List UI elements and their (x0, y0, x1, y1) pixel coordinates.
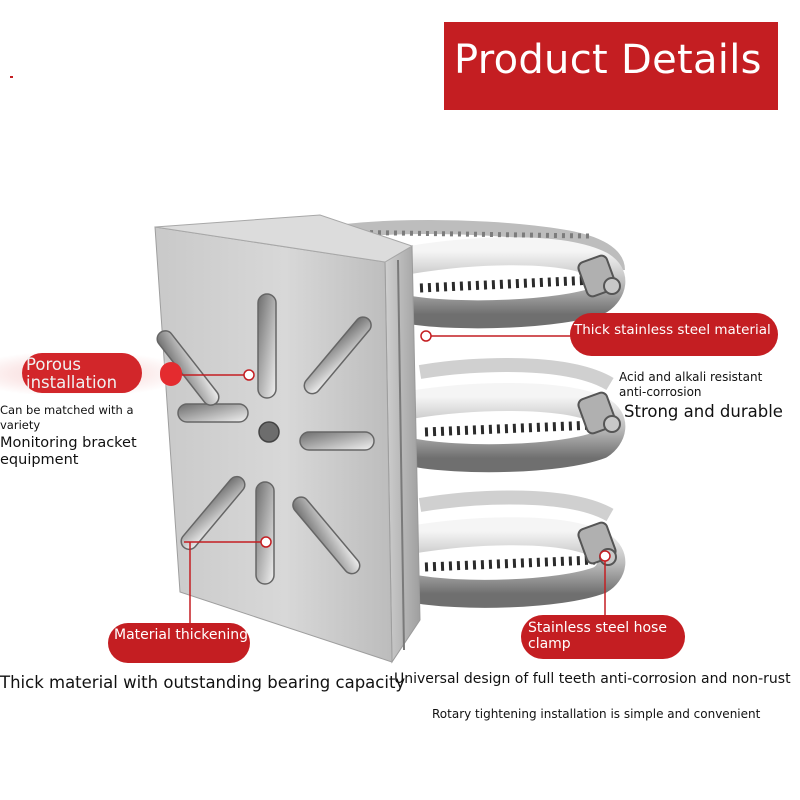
slot-top (257, 293, 277, 399)
bracket-plate (154, 214, 414, 663)
porous-knob (160, 362, 182, 386)
center-hole (258, 421, 280, 443)
acid-alkali-text: Acid and alkali resistant anti-corrosion (619, 370, 763, 399)
product-details-banner: Product Details (444, 22, 778, 110)
matched-variety-text: Can be matched with a variety (0, 403, 134, 432)
porous-callout (22, 353, 142, 393)
slot-bottom (255, 481, 275, 585)
thick-stainless-steel-callout: Thick stainless steel material (570, 313, 778, 356)
slot-lower-right (292, 496, 361, 575)
strong-durable-text: Strong and durable (624, 402, 783, 421)
porous-installation-text: Porous installation (26, 355, 118, 392)
slot-right (299, 431, 375, 451)
hose-clamp-callout: Stainless steel hose clamp (521, 615, 685, 659)
thick-material-text: Thick material with outstanding bearing … (0, 673, 406, 692)
monitoring-bracket-text: Monitoring bracket equipment (0, 435, 137, 468)
rotary-tightening-text: Rotary tightening installation is simple… (432, 707, 761, 721)
decorative-mark (10, 76, 13, 78)
slot-lower-left (180, 475, 246, 551)
slot-left (177, 403, 249, 423)
slot-upper-right (303, 316, 372, 395)
material-thickening-callout: Material thickening (108, 623, 250, 663)
universal-design-text: Universal design of full teeth anti-corr… (394, 671, 791, 687)
